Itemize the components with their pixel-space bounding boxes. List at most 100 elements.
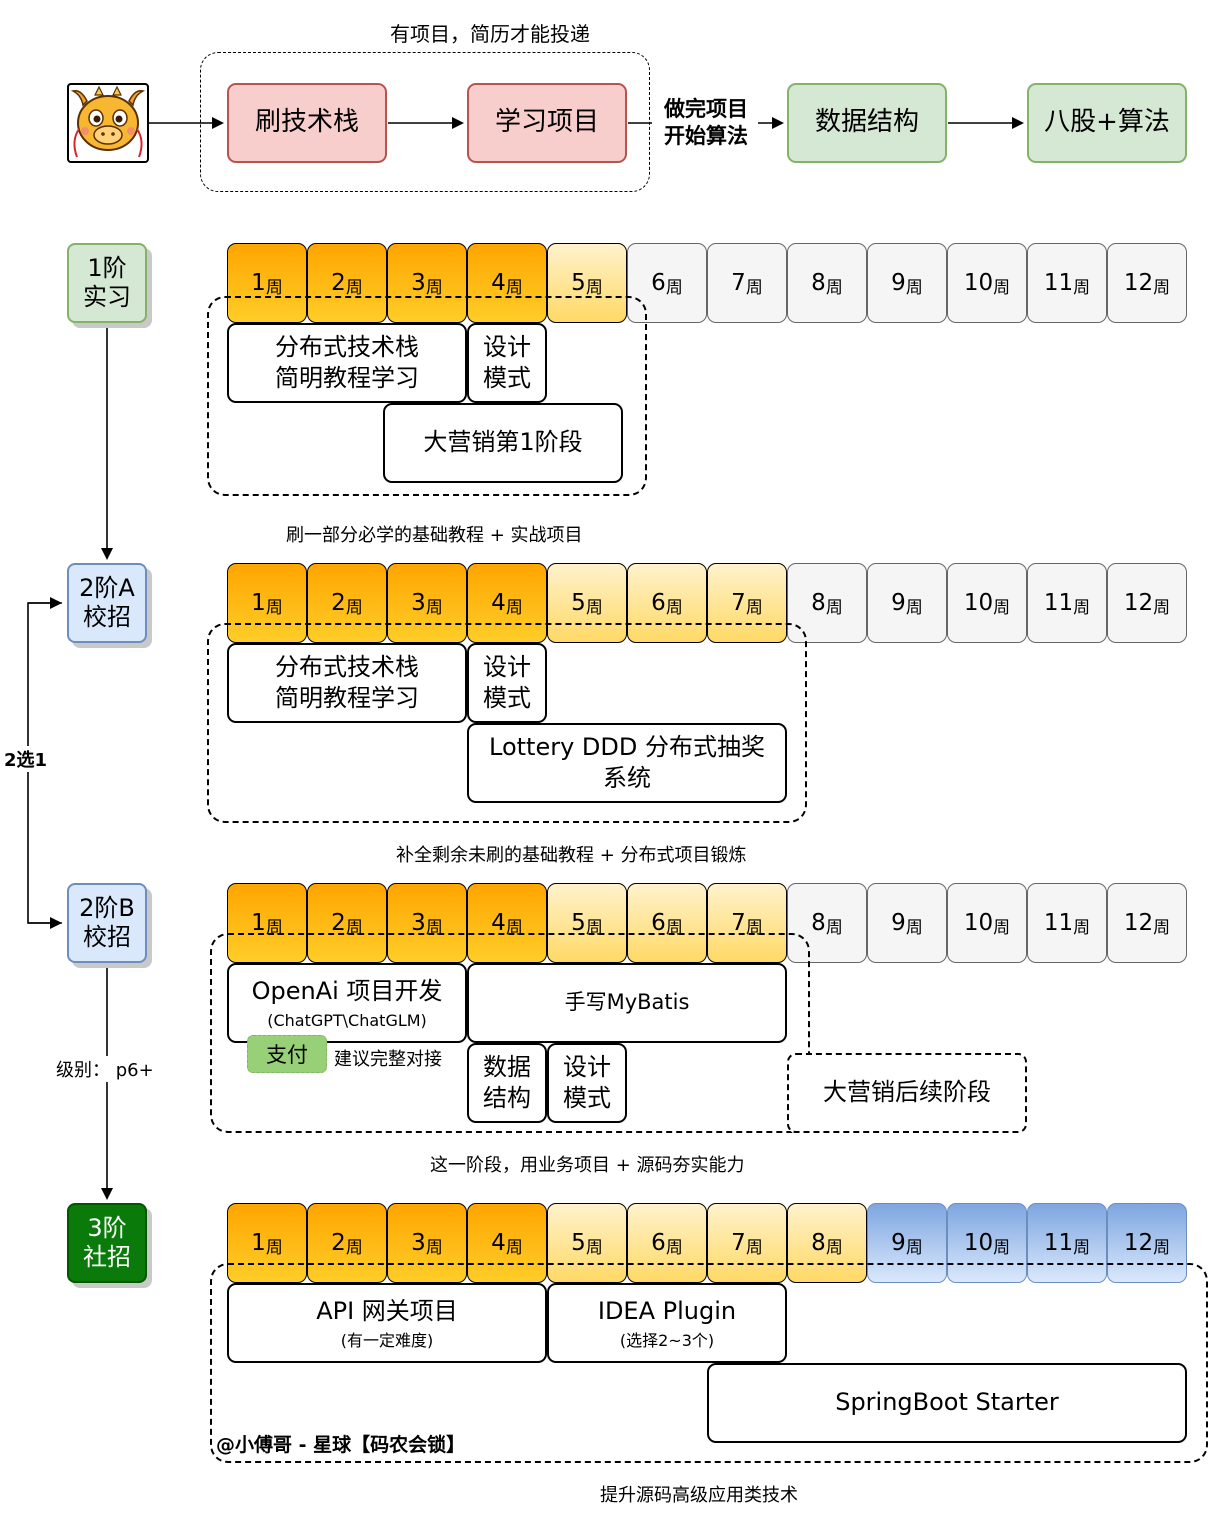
flow-caption: 有项目，简历才能投递: [390, 22, 590, 46]
dragon-avatar: [67, 83, 149, 163]
level-1-task-group: [207, 296, 647, 496]
task-line: 模式: [483, 684, 531, 712]
level-1-title: 1阶: [87, 254, 127, 283]
week-unit: 周: [1073, 917, 1091, 938]
author-watermark: @小傅哥 - 星球【码农会锁】: [216, 1434, 466, 1456]
week-unit: 周: [265, 1237, 283, 1258]
level-3-title: 3阶: [87, 1214, 127, 1243]
week-number: 11: [1043, 910, 1074, 936]
week-number: 2: [331, 270, 346, 296]
level-1-badge: 1阶 实习: [67, 243, 147, 323]
flow-transition-label: 做完项目 开始算法: [656, 96, 756, 151]
level-3-task-group: [210, 1263, 1208, 1463]
week-unit: 周: [993, 1237, 1011, 1258]
task-subline: (有一定难度): [340, 1331, 434, 1350]
level-2a-badge: 2阶A 校招: [67, 563, 147, 643]
task-handwrite-mybatis: 手写MyBatis: [467, 963, 787, 1043]
level-3-badge: 3阶 社招: [67, 1203, 147, 1283]
week-unit: 周: [425, 1237, 443, 1258]
week-number: 4: [491, 1230, 506, 1256]
week-number: 1: [251, 270, 266, 296]
week-number: 2: [331, 1230, 346, 1256]
week-number: 8: [811, 910, 826, 936]
week-unit: 周: [345, 1237, 363, 1258]
week-unit: 周: [993, 917, 1011, 938]
task-distributed-stack-1: 分布式技术栈 简明教程学习: [227, 323, 467, 403]
week-number: 12: [1123, 910, 1154, 936]
week-unit: 周: [745, 277, 763, 298]
week-number: 12: [1123, 270, 1154, 296]
pay-tag: 支付: [247, 1035, 327, 1073]
week-unit: 周: [665, 917, 683, 938]
level-2b-subtitle: 校招: [83, 923, 131, 951]
week-number: 10: [963, 910, 994, 936]
week-unit: 周: [825, 277, 843, 298]
task-subline: (选择2~3个): [619, 1331, 715, 1350]
week-number: 8: [811, 1230, 826, 1256]
task-api-gateway: API 网关项目 (有一定难度): [227, 1283, 547, 1363]
week-number: 10: [963, 590, 994, 616]
flow-step-data-structure: 数据结构: [787, 83, 947, 163]
level-2b-badge: 2阶B 校招: [67, 883, 147, 963]
week-number: 3: [411, 1230, 426, 1256]
task-springboot-starter: SpringBoot Starter: [707, 1363, 1187, 1443]
week-number: 7: [731, 590, 746, 616]
level-1-caption: 刷一部分必学的基础教程 + 实战项目: [286, 525, 583, 546]
week-number: 4: [491, 910, 506, 936]
week-unit: 周: [993, 277, 1011, 298]
task-marketing-stage-1: 大营销第1阶段: [383, 403, 623, 483]
week-unit: 周: [1153, 1237, 1171, 1258]
week-number: 3: [411, 590, 426, 616]
task-lottery-ddd: Lottery DDD 分布式抽奖 系统: [467, 723, 787, 803]
level-2b-caption: 这一阶段，用业务项目 + 源码夯实能力: [430, 1155, 745, 1176]
week-unit: 周: [345, 277, 363, 298]
task-line: 手写MyBatis: [564, 990, 690, 1015]
task-line: 数据: [483, 1052, 531, 1081]
week-unit: 周: [585, 597, 603, 618]
week-unit: 周: [425, 277, 443, 298]
task-line: 简明教程学习: [275, 684, 419, 712]
week-unit: 周: [905, 917, 923, 938]
task-line: 分布式技术栈: [275, 332, 419, 361]
week-number: 7: [731, 1230, 746, 1256]
level-1-subtitle: 实习: [83, 283, 131, 311]
week-unit: 周: [993, 597, 1011, 618]
week-unit: 周: [1153, 917, 1171, 938]
week-unit: 周: [665, 1237, 683, 1258]
choice-label: 2选1: [4, 746, 48, 772]
task-design-patterns-2b: 设计 模式: [547, 1043, 627, 1123]
task-line: IDEA Plugin: [597, 1296, 737, 1325]
week-number: 9: [891, 590, 906, 616]
week-unit: 周: [905, 597, 923, 618]
flow-transition-line2: 开始算法: [664, 124, 748, 149]
week-unit: 周: [825, 917, 843, 938]
week-number: 7: [731, 270, 746, 296]
week-number: 8: [811, 590, 826, 616]
week-unit: 周: [505, 1237, 523, 1258]
